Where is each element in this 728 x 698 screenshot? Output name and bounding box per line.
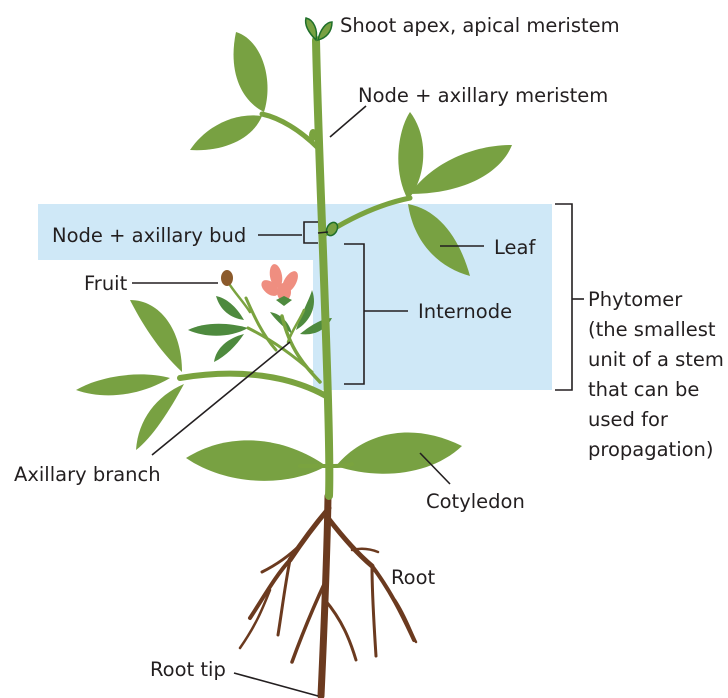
- leaf-blade: [234, 32, 268, 112]
- label-phytomer-line: Phytomer: [588, 288, 683, 311]
- label-phytomer-line: (the smallest: [588, 318, 716, 341]
- cotyledon-right: [336, 432, 462, 473]
- flower-icon: [258, 263, 301, 306]
- bracket-phytomer: [555, 204, 572, 390]
- petiole: [262, 114, 318, 148]
- label-root-tip: Root tip: [150, 658, 226, 681]
- leaf-blade: [136, 384, 184, 450]
- leaf-blade: [190, 115, 262, 150]
- label-axillary-branch: Axillary branch: [14, 463, 161, 486]
- label-leaf: Leaf: [494, 236, 536, 259]
- label-node-bud: Node + axillary bud: [52, 224, 246, 247]
- axillary-branch-stem: [180, 374, 326, 396]
- label-phytomer: Phytomer (the smallest unit of a stem th…: [588, 288, 724, 461]
- leader-root-tip: [234, 673, 318, 696]
- fruit-icon: [221, 270, 233, 286]
- axillary-meristem-icon: [309, 129, 317, 141]
- annotation-lines: [132, 106, 584, 696]
- root-system: [240, 496, 416, 696]
- label-shoot-apex: Shoot apex, apical meristem: [340, 14, 620, 37]
- leader-node-meristem: [330, 106, 366, 137]
- flower-branch: [246, 298, 276, 350]
- label-internode: Internode: [418, 300, 512, 323]
- leaf-blade: [410, 145, 512, 194]
- shoot-apex-icon: [306, 18, 332, 40]
- label-fruit: Fruit: [84, 272, 128, 295]
- cotyledon-left: [186, 440, 326, 480]
- label-node-meristem: Node + axillary meristem: [358, 84, 608, 107]
- leaf-blade: [76, 374, 170, 395]
- label-phytomer-line: that can be: [588, 378, 699, 401]
- leaf-blade: [130, 300, 182, 372]
- label-phytomer-line: propagation): [588, 438, 714, 461]
- label-phytomer-line: used for: [588, 408, 669, 431]
- petiole: [330, 464, 352, 466]
- leaf-blade: [188, 324, 248, 336]
- label-root: Root: [391, 566, 436, 589]
- label-cotyledon: Cotyledon: [426, 490, 525, 513]
- leader-bud: [318, 232, 328, 233]
- leaf-blade: [214, 334, 244, 362]
- label-phytomer-line: unit of a stem: [588, 348, 724, 371]
